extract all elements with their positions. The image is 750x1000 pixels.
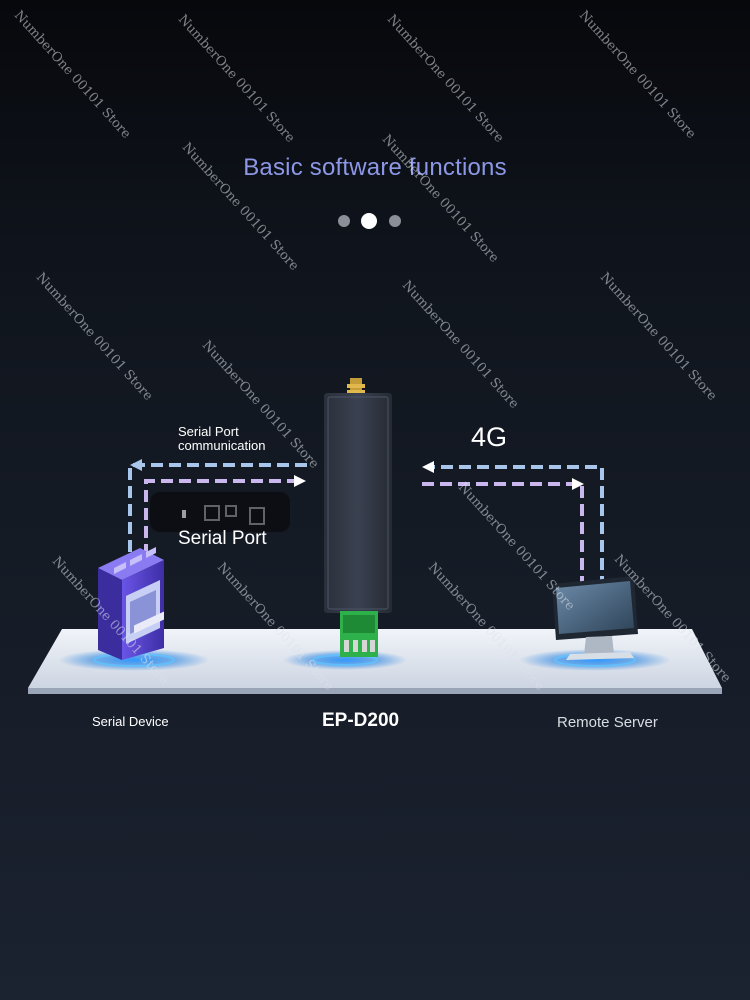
4g-link — [420, 465, 604, 588]
arrowhead-right-serial — [294, 475, 306, 487]
carousel-indicator — [335, 213, 415, 229]
arrowhead-left — [130, 459, 142, 471]
serial-communication-label-line1: Serial Port — [178, 424, 239, 439]
carousel-dot-3[interactable] — [389, 215, 401, 227]
serial-communication-label: Serial Port communication — [178, 425, 265, 453]
gateway-device-icon — [324, 378, 392, 657]
serial-communication-label-line2: communication — [178, 438, 266, 453]
page-title: Basic software functions — [243, 154, 507, 181]
arrowhead-right-4g — [572, 478, 584, 490]
blurred-patch — [150, 492, 290, 532]
monitor-icon — [552, 576, 638, 660]
4g-label: 4G — [471, 422, 508, 452]
serial-port-label: Serial Port — [178, 528, 267, 549]
remote-server-label: Remote Server — [557, 714, 658, 731]
serial-device-label: Serial Device — [92, 714, 169, 729]
serial-device-icon — [98, 547, 164, 660]
gateway-label: EP-D200 — [322, 710, 400, 731]
serial-link — [128, 463, 308, 556]
carousel-dot-1[interactable] — [338, 215, 350, 227]
glow-serial-device — [58, 649, 210, 671]
carousel-dot-2-active[interactable] — [361, 213, 377, 229]
arrowhead-left-4g — [422, 461, 434, 473]
glow-remote-server — [519, 649, 671, 671]
